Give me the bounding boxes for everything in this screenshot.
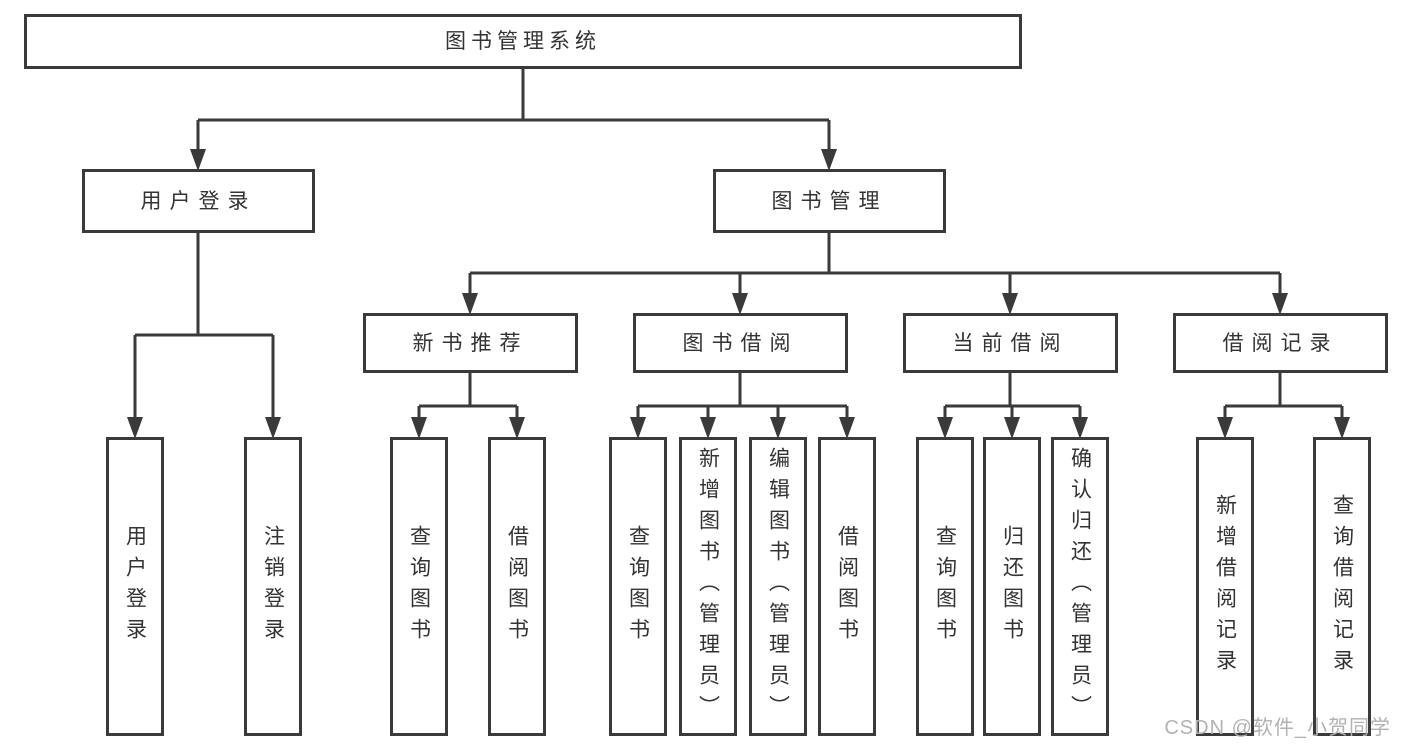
leaf-confirm-return-admin-box: 确认归还（管理员）	[1051, 437, 1109, 736]
leaf-edit-book-admin-box: 编辑图书（管理员）	[749, 437, 807, 736]
leaf-borrow-book-box-1: 借阅图书	[488, 437, 546, 736]
leaf-return-book-box: 归还图书	[983, 437, 1041, 736]
current-borrow-box: 当前借阅	[903, 313, 1118, 373]
leaf-borrow-book-box-2: 借阅图书	[818, 437, 876, 736]
borrow-record-box: 借阅记录	[1173, 313, 1388, 373]
leaf-user-login-box: 用户登录	[106, 437, 164, 736]
leaf-add-borrow-record-box: 新增借阅记录	[1196, 437, 1254, 736]
leaf-query-borrow-record-box: 查询借阅记录	[1313, 437, 1371, 736]
csdn-watermark: CSDN @软件_小贺同学	[1164, 717, 1391, 739]
new-book-recommend-box: 新书推荐	[363, 313, 578, 373]
user-login-box: 用户登录	[82, 169, 315, 233]
book-borrow-box: 图书借阅	[633, 313, 848, 373]
leaf-query-book-box-2: 查询图书	[609, 437, 667, 736]
book-management-box: 图书管理	[713, 169, 946, 233]
leaf-query-book-box-1: 查询图书	[390, 437, 448, 736]
leaf-add-book-admin-box: 新增图书（管理员）	[679, 437, 737, 736]
leaf-query-book-box-3: 查询图书	[916, 437, 974, 736]
leaf-logout-box: 注销登录	[244, 437, 302, 736]
system-root-box: 图书管理系统	[24, 14, 1022, 69]
